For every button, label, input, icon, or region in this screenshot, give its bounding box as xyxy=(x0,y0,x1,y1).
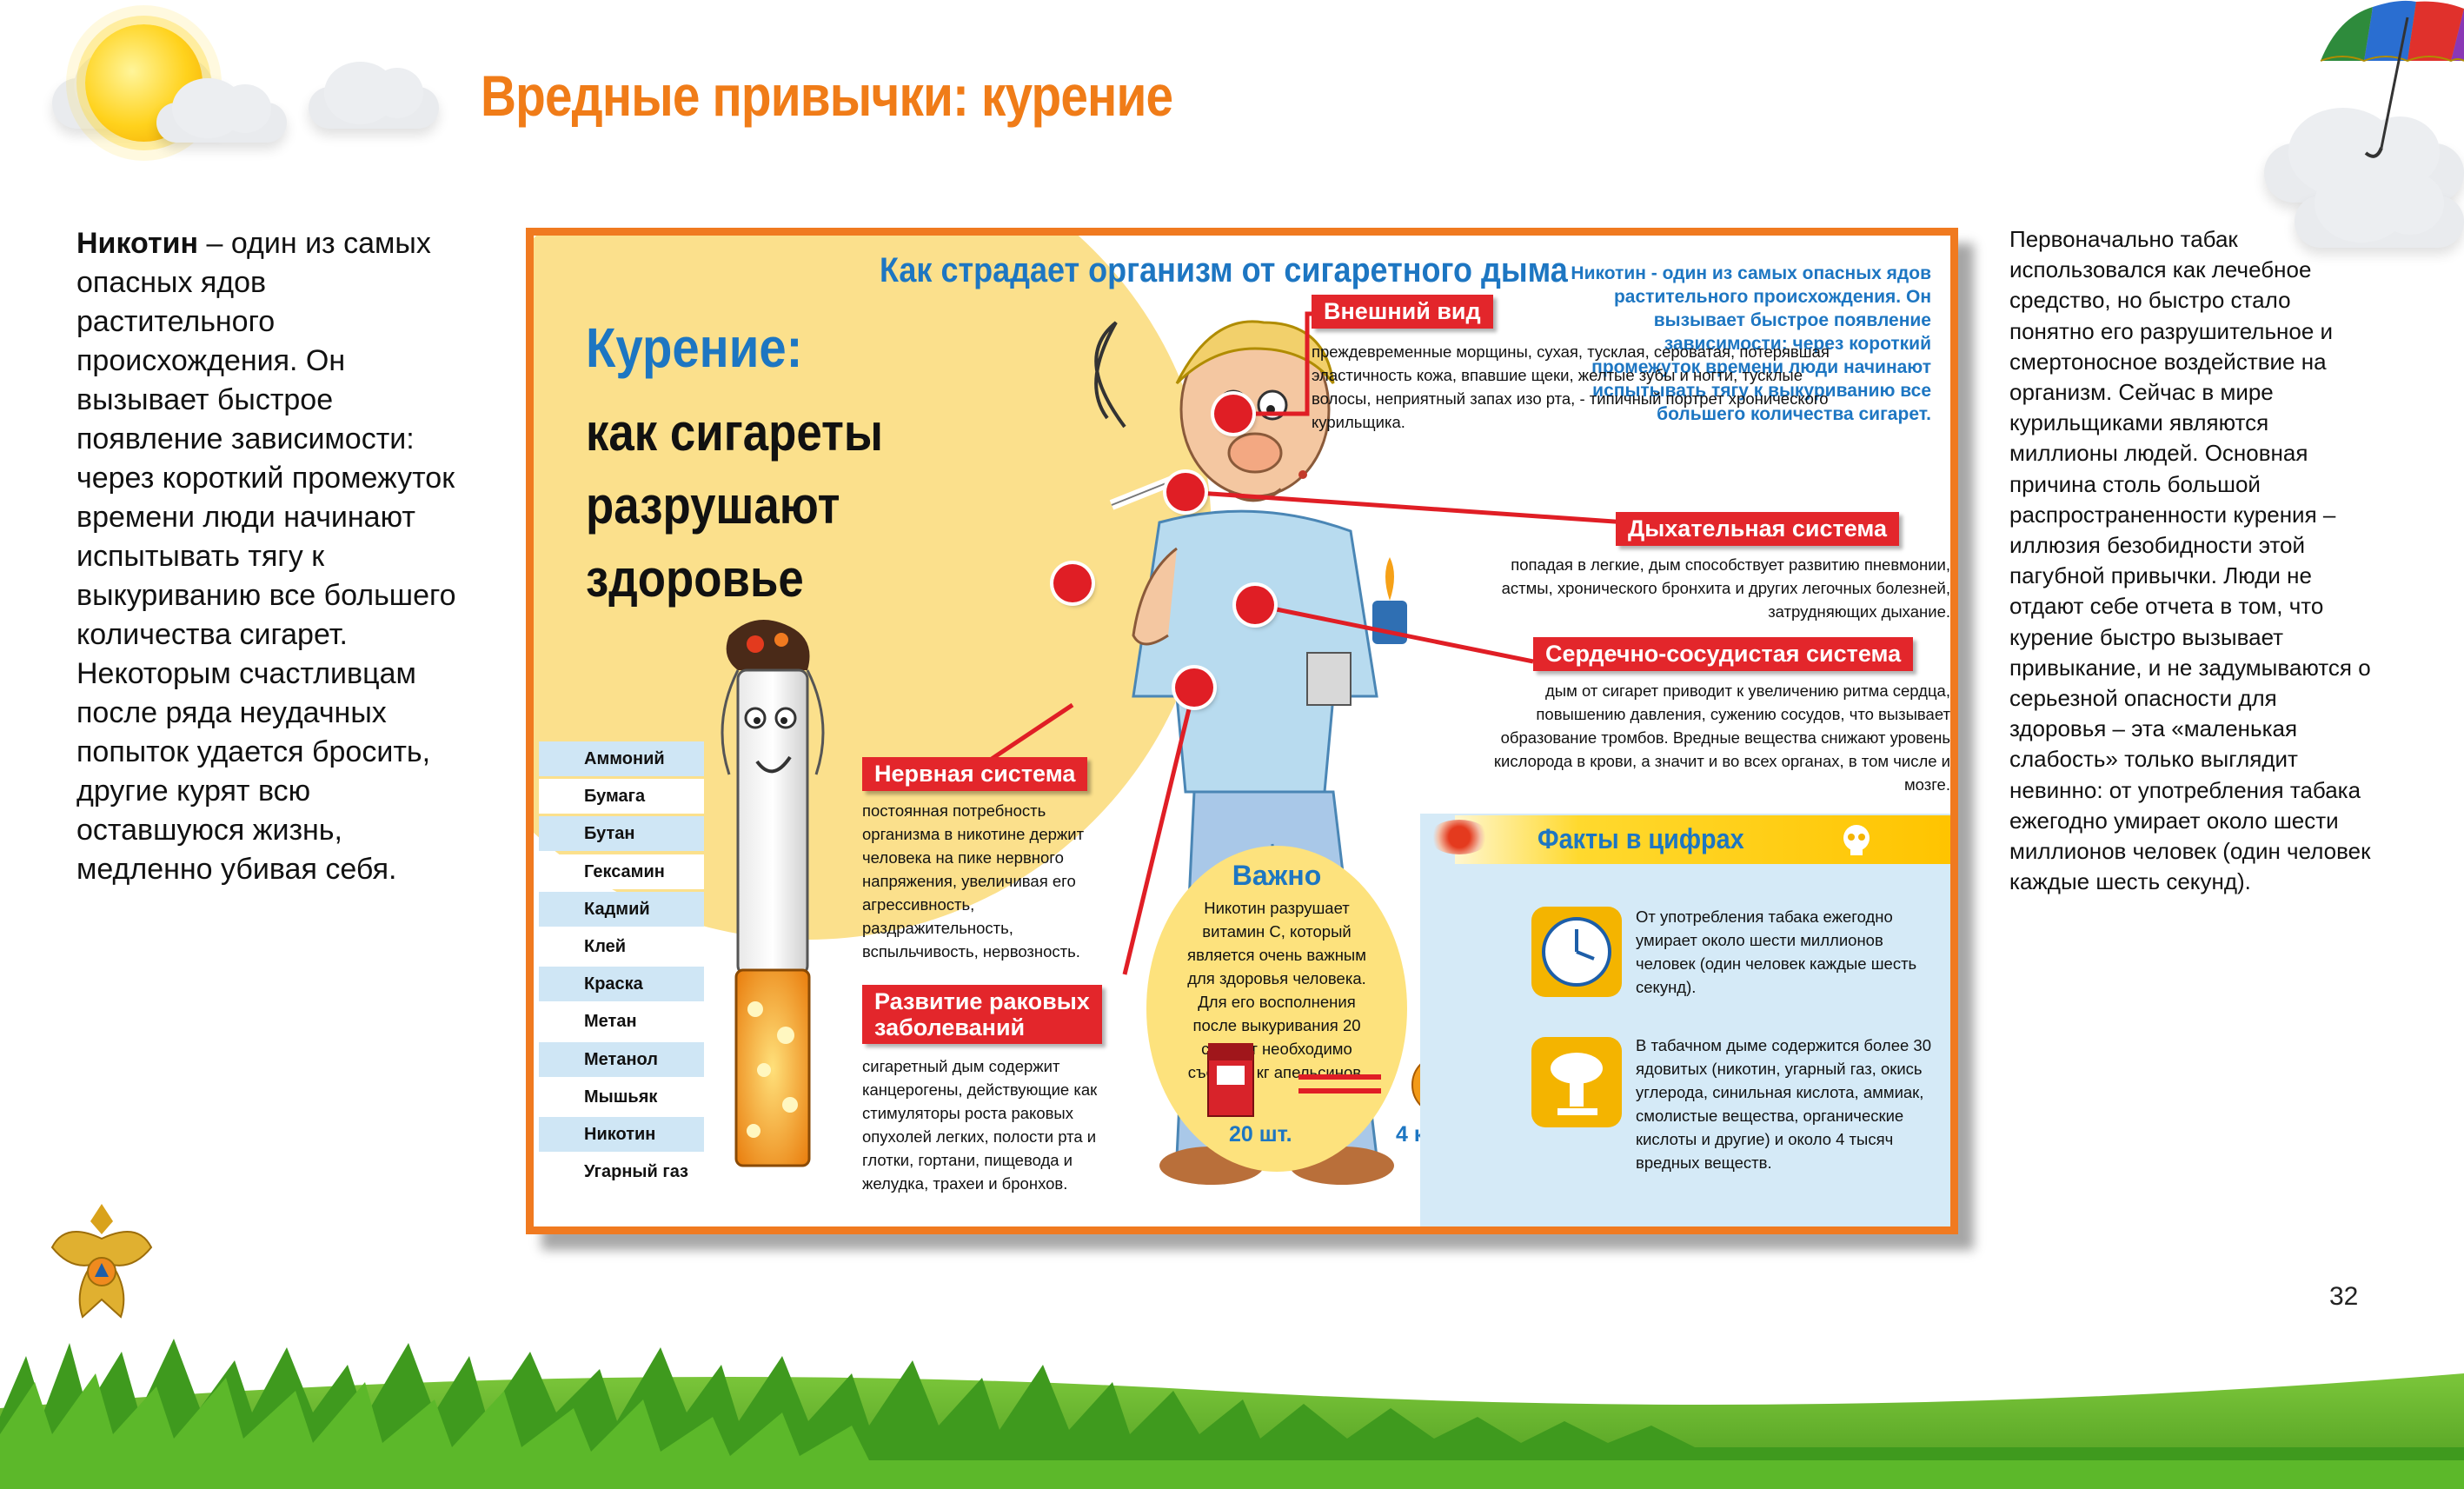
marker-dot-cardio xyxy=(1236,586,1274,624)
label-cancer-line-2: заболеваний xyxy=(874,1014,1026,1040)
marker-dot-nervous xyxy=(1053,564,1092,602)
ingredient-item: Аммоний xyxy=(584,749,665,768)
cigarette-pack-icon xyxy=(1207,1043,1254,1117)
ingredient-stripe xyxy=(539,1004,704,1040)
left-lead-word: Никотин xyxy=(76,227,199,260)
right-paragraph: Первоначально табак использовался как ле… xyxy=(2009,226,2371,895)
ingredient-item: Никотин xyxy=(584,1125,656,1144)
marker-dot-respiratory xyxy=(1166,473,1205,511)
marker-dot-appearance xyxy=(1214,395,1252,433)
label-appearance: Внешний вид xyxy=(1312,295,1493,329)
label-nervous: Нервная система xyxy=(862,757,1088,791)
important-cigarettes-count: 20 шт. xyxy=(1229,1122,1292,1147)
burning-ember-icon xyxy=(1429,820,1490,854)
page-title: Вредные привычки: курение xyxy=(481,63,1173,128)
label-cardio: Сердечно-сосудистая система xyxy=(1533,637,1914,671)
ingredient-item: Мышьяк xyxy=(584,1087,658,1107)
marker-dot-cancer xyxy=(1175,668,1213,707)
ingredient-item: Метан xyxy=(584,1012,637,1032)
emergency-emblem-icon xyxy=(50,1204,153,1319)
ingredient-stripe xyxy=(539,854,704,889)
important-circle xyxy=(1146,846,1407,1172)
ingredient-stripe xyxy=(539,891,704,927)
label-cancer: Развитие раковых заболеваний xyxy=(862,985,1102,1044)
text-nervous: постоянная потребность организма в никот… xyxy=(862,801,1085,961)
skull-icon xyxy=(1843,825,1870,855)
facts-title: Факты в цифрах xyxy=(1538,823,1744,854)
page-number: 32 xyxy=(2329,1282,2359,1311)
text-cardio: дым от сигарет приводит к увеличению рит… xyxy=(1493,681,1950,794)
ingredient-stripe xyxy=(539,1154,704,1190)
nuclear-smoke-icon xyxy=(1551,1053,1603,1115)
hero-line-4: здоровье xyxy=(586,549,804,608)
ingredient-stripe xyxy=(539,741,704,776)
clock-icon xyxy=(1542,917,1611,987)
text-cancer: сигаретный дым содержит канцерогены, дей… xyxy=(862,1057,1098,1193)
infographic-title: Как страдает организм от сигаретного дым… xyxy=(880,251,1568,289)
fact-text-1: От употребления табака ежегодно умирает … xyxy=(1636,907,1917,996)
ingredient-item: Бумага xyxy=(584,787,646,807)
left-body: – один из самых опасных ядов растительно… xyxy=(76,227,456,886)
ingredient-stripe xyxy=(539,1079,704,1114)
facts-panel xyxy=(1420,814,1950,1226)
grass-footer xyxy=(0,1339,2464,1489)
ingredient-stripe xyxy=(539,929,704,964)
hero-line-3: разрушают xyxy=(586,476,840,535)
ingredient-item: Метанол xyxy=(584,1049,658,1069)
ingredient-stripe xyxy=(539,1117,704,1152)
ingredient-stripe xyxy=(539,1041,704,1077)
ingredient-item: Бутан xyxy=(584,824,635,844)
cigarette-character-icon xyxy=(721,620,825,1167)
ingredient-stripe xyxy=(539,816,704,852)
ingredient-item: Гексамин xyxy=(584,861,665,881)
ingredient-item: Клей xyxy=(584,937,627,956)
fact-clock-tile xyxy=(1531,907,1622,997)
label-cancer-line-1: Развитие раковых xyxy=(874,988,1090,1014)
umbrella-icon xyxy=(2320,0,2464,158)
ingredient-item: Кадмий xyxy=(584,899,650,919)
ingredient-item: Угарный газ xyxy=(584,1162,688,1182)
ingredient-item: Краска xyxy=(584,974,643,994)
cloud-left-3 xyxy=(309,62,439,129)
important-title: Важно xyxy=(1232,860,1322,891)
ingredient-stripe xyxy=(539,779,704,814)
hero-subheading: как сигареты разрушают здоровье xyxy=(586,396,883,615)
left-paragraph: Никотин – один из самых опасных ядов рас… xyxy=(76,224,459,889)
label-respiratory: Дыхательная система xyxy=(1616,512,1900,546)
nicotine-note: Никотин - один из самых опасных ядов рас… xyxy=(1571,263,1931,424)
fact-text-2: В табачном дыме содержится более 30 ядов… xyxy=(1636,1036,1931,1172)
cloud-right-2 xyxy=(2295,164,2464,248)
infographic-panel: Как страдает организм от сигаретного дым… xyxy=(526,228,1958,1234)
fact-smoke-tile xyxy=(1531,1037,1622,1127)
ingredient-stripe xyxy=(539,967,704,1002)
cloud-left-2 xyxy=(156,78,287,143)
text-appearance: преждевременные морщины, сухая, тусклая,… xyxy=(1312,342,1830,431)
hero-heading: Курение: xyxy=(586,316,803,379)
text-respiratory: попадая в легкие, дым способствует разви… xyxy=(1501,555,1950,621)
hero-line-2: как сигареты xyxy=(586,403,883,462)
equals-sign-icon xyxy=(1298,1074,1381,1080)
